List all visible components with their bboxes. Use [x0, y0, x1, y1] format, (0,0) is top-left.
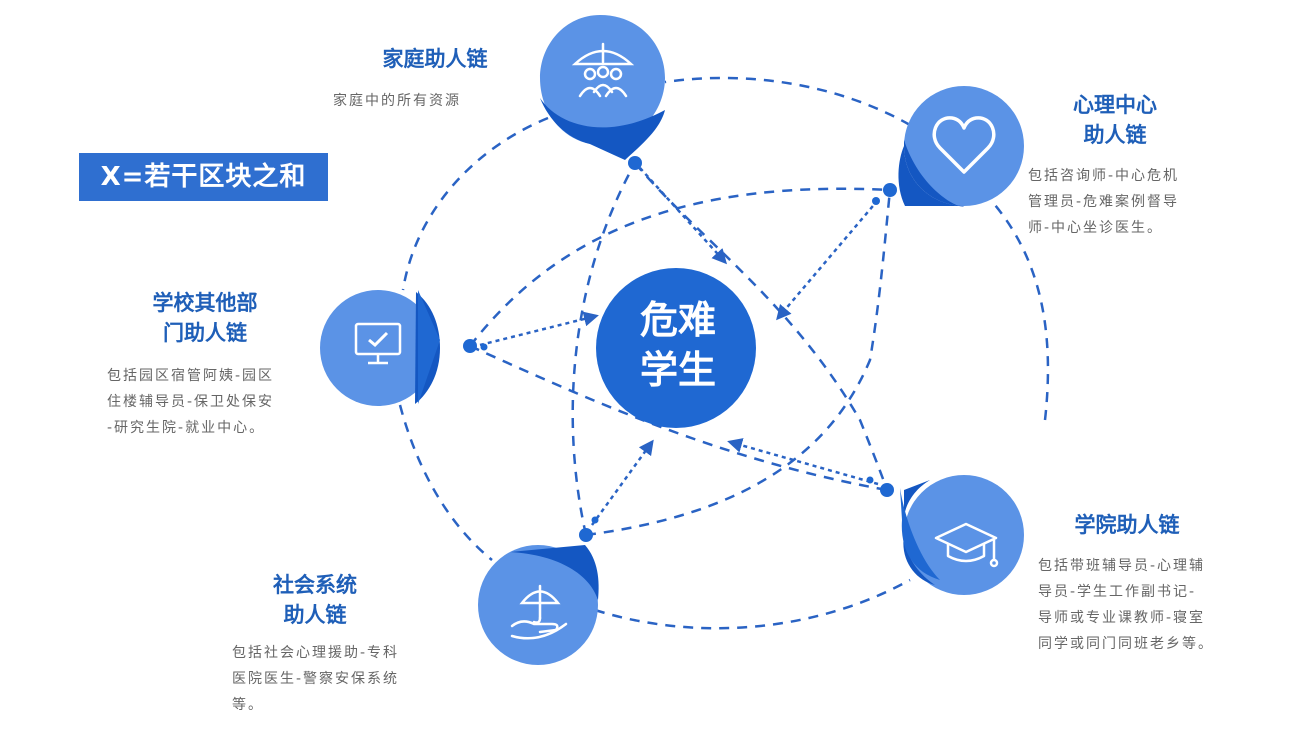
- psych-node: [898, 86, 1024, 207]
- center-label: 危难 学生: [598, 295, 758, 395]
- psych-desc-line-1: 包括咨询师-中心危机: [1028, 168, 1180, 184]
- college-desc: 包括带班辅导员-心理辅 导员-学生工作副书记- 导师或专业课教师-寝室 同学或同…: [1038, 553, 1238, 657]
- family-title: 家庭助人链: [382, 47, 488, 71]
- psych-title: 心理中心 助人链: [1045, 90, 1185, 150]
- psych-title-line-2: 助人链: [1083, 123, 1147, 147]
- psych-desc-line-2: 管理员-危难案例督导: [1028, 194, 1180, 210]
- family-umbrella-icon: [571, 42, 635, 98]
- psych-desc: 包括咨询师-中心危机 管理员-危难案例督导 师-中心坐诊医生。: [1028, 163, 1228, 241]
- school-desc-line-2: 住楼辅导员-保卫处保安: [107, 394, 275, 410]
- inner-arcs: [469, 162, 892, 537]
- society-node: [478, 545, 599, 665]
- college-desc-line-2: 导员-学生工作副书记-: [1038, 584, 1197, 600]
- junction-dots: [463, 156, 897, 542]
- college-title: 学院助人链: [1074, 513, 1180, 537]
- college-desc-line-4: 同学或同门同班老乡等。: [1038, 636, 1214, 652]
- society-title: 社会系统 助人链: [250, 570, 380, 630]
- arrows: [479, 167, 879, 526]
- school-desc-line-1: 包括园区宿管阿姨-园区: [107, 368, 275, 384]
- outer-ring: [398, 76, 1050, 630]
- society-desc-line-2: 医院医生-警察安保系统: [232, 671, 400, 687]
- school-desc-line-3: -研究生院-就业中心。: [107, 420, 266, 436]
- school-title-line-2: 门助人链: [163, 321, 247, 345]
- graduation-cap-icon: [934, 522, 999, 568]
- formula-badge: X=若干区块之和: [79, 153, 328, 201]
- society-desc-line-3: 等。: [232, 697, 264, 713]
- family-desc: 家庭中的所有资源: [333, 93, 461, 109]
- society-title-line-2: 助人链: [283, 603, 347, 627]
- center-line-2: 学生: [639, 348, 716, 392]
- monitor-check-icon: [354, 322, 402, 365]
- school-title-line-1: 学校其他部: [152, 291, 258, 315]
- center-node: [596, 268, 756, 428]
- college-desc-line-1: 包括带班辅导员-心理辅: [1038, 558, 1206, 574]
- psych-desc-line-3: 师-中心坐诊医生。: [1028, 220, 1164, 236]
- society-title-line-1: 社会系统: [273, 573, 357, 597]
- society-desc: 包括社会心理援助-专科 医院医生-警察安保系统 等。: [232, 640, 442, 718]
- school-desc: 包括园区宿管阿姨-园区 住楼辅导员-保卫处保安 -研究生院-就业中心。: [107, 363, 317, 441]
- school-node: [320, 290, 440, 406]
- college-desc-line-3: 导师或专业课教师-寝室: [1038, 610, 1206, 626]
- hand-umbrella-icon: [510, 584, 568, 640]
- heart-icon: [932, 116, 996, 174]
- family-node: [540, 15, 665, 160]
- school-title: 学校其他部 门助人链: [125, 288, 285, 348]
- center-line-1: 危难: [639, 298, 716, 342]
- psych-title-line-1: 心理中心: [1073, 93, 1157, 117]
- society-desc-line-1: 包括社会心理援助-专科: [232, 645, 400, 661]
- college-node: [900, 475, 1024, 595]
